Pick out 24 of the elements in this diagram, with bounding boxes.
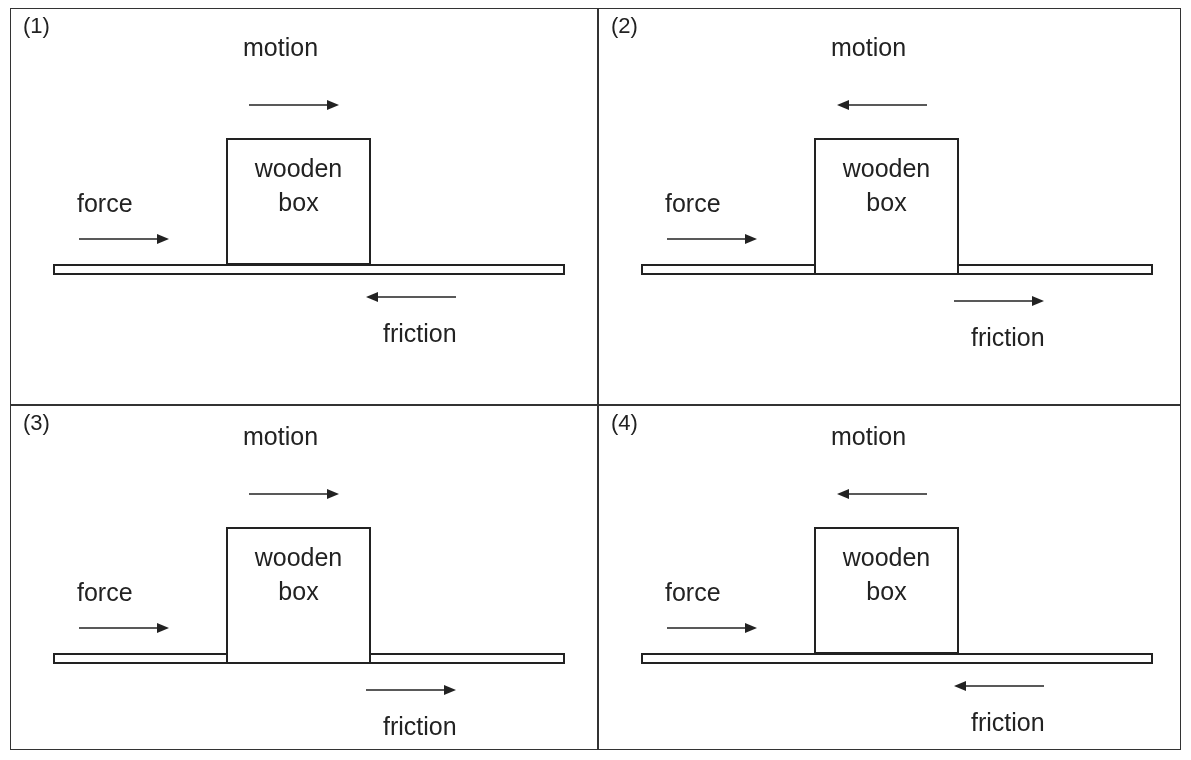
direction-label: force: [77, 189, 133, 218]
panel: [598, 8, 1181, 405]
direction-label: friction: [971, 323, 1045, 352]
panel: [10, 405, 598, 750]
direction-label: motion: [243, 422, 319, 451]
direction-label: friction: [383, 319, 457, 348]
direction-label: motion: [831, 33, 907, 62]
panel: [598, 405, 1181, 750]
panel-number: (1): [23, 13, 50, 39]
panel-number: (2): [611, 13, 638, 39]
direction-label: motion: [243, 33, 319, 62]
wooden-box: wooden box: [226, 138, 371, 265]
panel: [10, 8, 598, 405]
direction-label: friction: [971, 708, 1045, 737]
direction-label: force: [665, 189, 721, 218]
direction-label: motion: [831, 422, 907, 451]
panel-number: (4): [611, 410, 638, 436]
wooden-box: wooden box: [814, 527, 959, 654]
direction-label: force: [77, 578, 133, 607]
wooden-box: wooden box: [814, 138, 959, 275]
panel-number: (3): [23, 410, 50, 436]
direction-label: force: [665, 578, 721, 607]
direction-label: friction: [383, 712, 457, 741]
wooden-box: wooden box: [226, 527, 371, 664]
